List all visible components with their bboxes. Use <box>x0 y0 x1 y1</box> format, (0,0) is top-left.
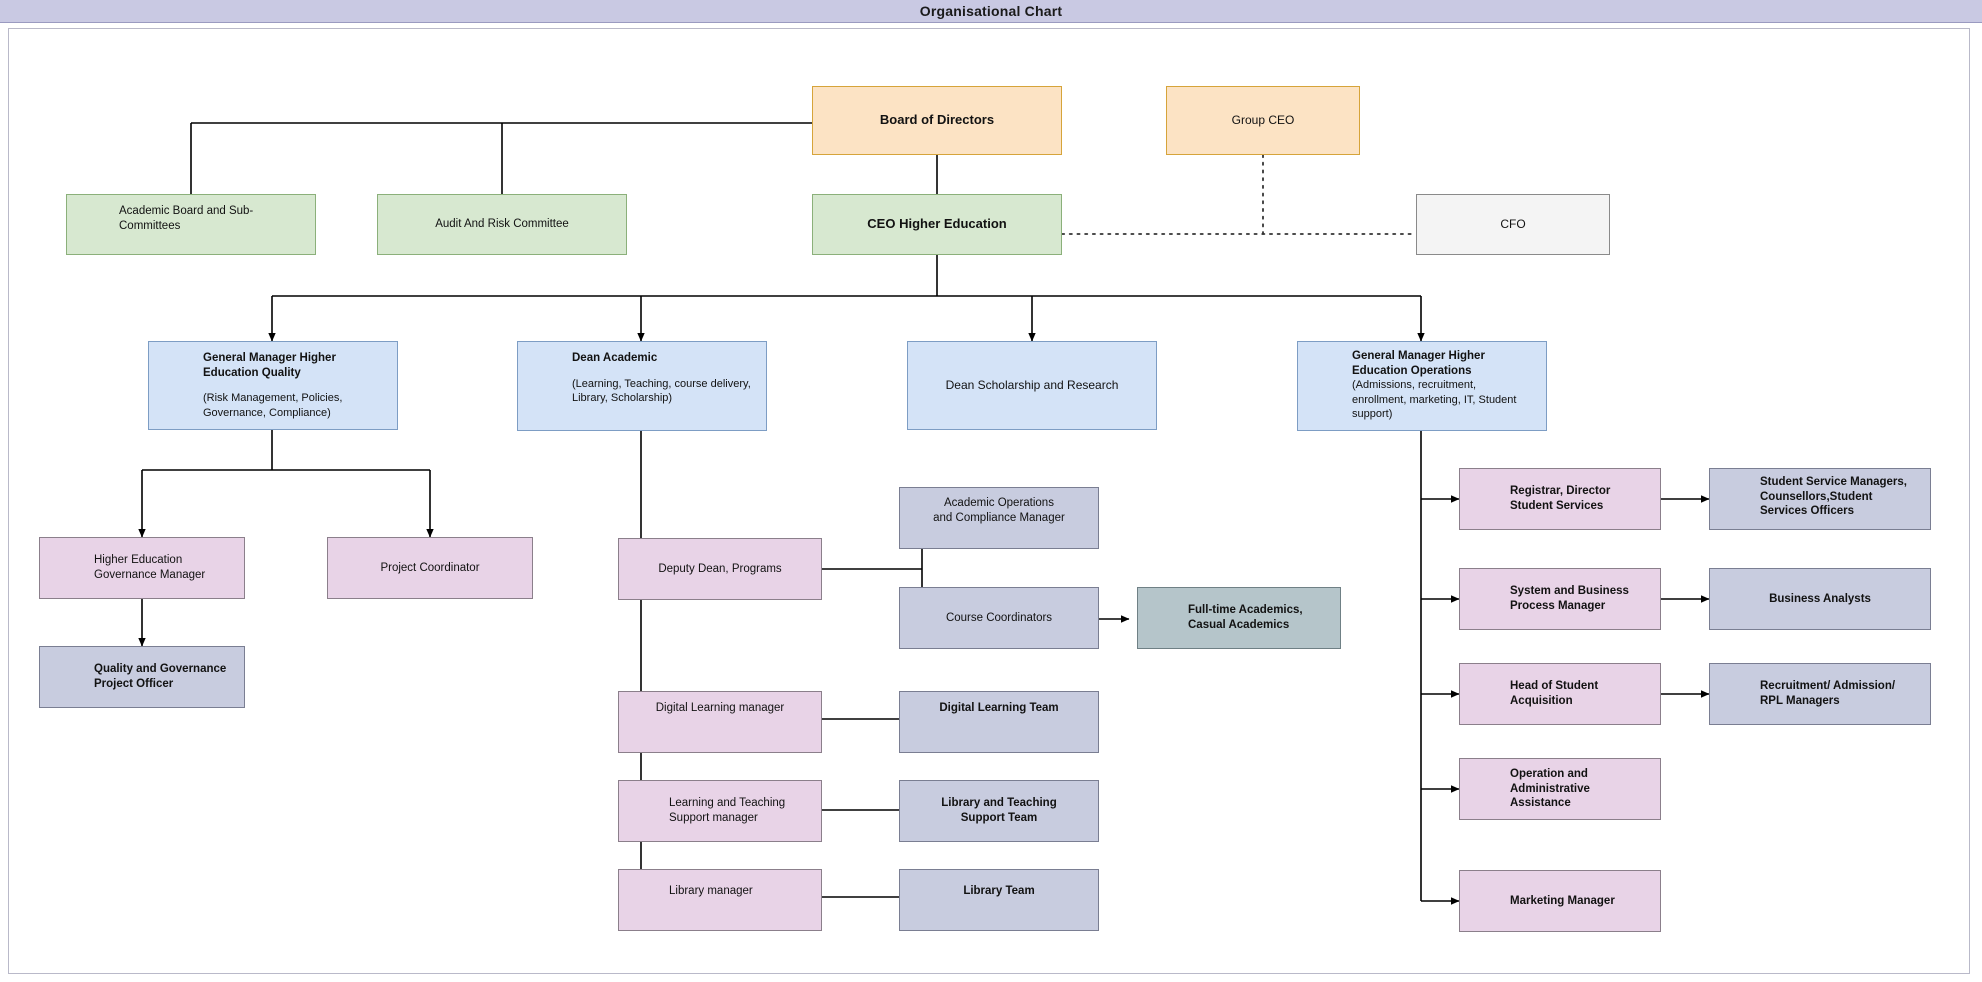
node-label-line1: Academic Board and Sub- <box>119 205 254 217</box>
node-library-team[interactable]: Library Team <box>899 869 1099 931</box>
node-label-line2: Education Operations <box>1352 364 1472 377</box>
node-label-line1: Operation and <box>1510 767 1588 780</box>
node-audit-and-risk-committee[interactable]: Audit And Risk Committee <box>377 194 627 255</box>
node-label-line1: Library and Teaching <box>941 797 1057 810</box>
node-label-line2: Governance Manager <box>94 569 206 581</box>
node-label-line1: General Manager Higher <box>203 352 336 364</box>
node-label-line2: Administrative <box>1510 782 1590 795</box>
node-dean-academic[interactable]: Dean Academic (Learning, Teaching, cours… <box>517 341 767 431</box>
node-registrar-director-student-services[interactable]: Registrar, Director Student Services <box>1459 468 1661 530</box>
node-label-line1: Registrar, Director <box>1510 485 1611 498</box>
node-project-coordinator[interactable]: Project Coordinator <box>327 537 533 599</box>
node-label-line1: Recruitment/ Admission/ <box>1760 680 1896 693</box>
node-label: Dean Academic <box>572 352 658 364</box>
node-label-line2: Project Officer <box>94 678 174 690</box>
window-titlebar: Organisational Chart <box>0 0 1982 23</box>
node-label-line1: System and Business <box>1510 585 1629 598</box>
node-label-line2: Acquisition <box>1510 695 1573 707</box>
node-academics[interactable]: Full-time Academics, Casual Academics <box>1137 587 1341 649</box>
diagram-canvas: Board of Directors Group CEO Academic Bo… <box>8 28 1970 974</box>
node-sublabel-line2: Library, Scholarship) <box>572 391 673 404</box>
node-dean-scholarship-and-research[interactable]: Dean Scholarship and Research <box>907 341 1157 430</box>
node-label-line2: and Compliance Manager <box>933 511 1065 524</box>
node-cfo[interactable]: CFO <box>1416 194 1610 255</box>
node-label-line1: Full-time Academics, <box>1188 604 1303 617</box>
node-academic-operations-and-compliance-manager[interactable]: Academic Operations and Compliance Manag… <box>899 487 1099 549</box>
node-digital-learning-team[interactable]: Digital Learning Team <box>899 691 1099 753</box>
node-label-line3: Services Officers <box>1760 505 1854 518</box>
node-head-of-student-acquisition[interactable]: Head of Student Acquisition <box>1459 663 1661 725</box>
node-label-line1: Head of Student <box>1510 680 1599 693</box>
node-label-line1: Student Service Managers, <box>1760 476 1907 488</box>
page-title: Organisational Chart <box>919 3 1063 19</box>
node-label: Digital Learning manager <box>655 702 785 714</box>
node-label: Course Coordinators <box>945 611 1053 624</box>
node-label-line3: Assistance <box>1510 797 1571 810</box>
node-student-service-managers[interactable]: Student Service Managers, Counsellors,St… <box>1709 468 1931 530</box>
node-library-and-teaching-support-team[interactable]: Library and Teaching Support Team <box>899 780 1099 842</box>
node-sublabel-line2: enrollment, marketing, IT, Student <box>1352 393 1517 406</box>
node-marketing-manager[interactable]: Marketing Manager <box>1459 870 1661 932</box>
node-label: Library Team <box>963 885 1035 897</box>
node-label: Project Coordinator <box>380 561 480 574</box>
node-recruitment-admission-rpl-managers[interactable]: Recruitment/ Admission/ RPL Managers <box>1709 663 1931 725</box>
node-library-manager[interactable]: Library manager <box>618 869 822 931</box>
node-group-ceo[interactable]: Group CEO <box>1166 86 1360 155</box>
node-label: CEO Higher Education <box>867 216 1007 232</box>
node-course-coordinators[interactable]: Course Coordinators <box>899 587 1099 649</box>
node-label-line2: Student Services <box>1510 500 1604 512</box>
node-label: CFO <box>1500 216 1526 231</box>
node-label-line2: Education Quality <box>203 366 301 379</box>
node-label-line2: Support manager <box>669 812 758 824</box>
node-quality-and-governance-project-officer[interactable]: Quality and Governance Project Officer <box>39 646 245 708</box>
node-label-line1: Quality and Governance <box>94 663 227 676</box>
node-label-line1: Academic Operations <box>944 497 1054 509</box>
node-sublabel-line1: (Learning, Teaching, course delivery, <box>572 377 751 390</box>
node-label: Dean Scholarship and Research <box>945 377 1119 392</box>
node-label-line1: General Manager Higher <box>1352 350 1485 362</box>
node-label: Board of Directors <box>879 112 995 128</box>
node-gm-higher-education-operations[interactable]: General Manager Higher Education Operati… <box>1297 341 1547 431</box>
node-learning-and-teaching-support-manager[interactable]: Learning and Teaching Support manager <box>618 780 822 842</box>
node-gm-higher-education-quality[interactable]: General Manager Higher Education Quality… <box>148 341 398 430</box>
node-label: Digital Learning Team <box>939 702 1059 714</box>
node-label-line1: Higher Education <box>94 554 183 567</box>
node-label: Library manager <box>669 885 753 897</box>
node-label-line2: RPL Managers <box>1760 695 1840 707</box>
node-operation-and-administrative-assistance[interactable]: Operation and Administrative Assistance <box>1459 758 1661 820</box>
node-label-line2: Process Manager <box>1510 600 1606 612</box>
node-ceo-higher-education[interactable]: CEO Higher Education <box>812 194 1062 255</box>
node-board-of-directors[interactable]: Board of Directors <box>812 86 1062 155</box>
node-academic-board-and-sub-committees[interactable]: Academic Board and Sub- Committees <box>66 194 316 255</box>
node-label-line2: Counsellors,Student <box>1760 490 1873 503</box>
node-digital-learning-manager[interactable]: Digital Learning manager <box>618 691 822 753</box>
node-sublabel-line2: Governance, Compliance) <box>203 406 331 419</box>
node-label: Marketing Manager <box>1510 894 1615 907</box>
node-label-line2: Committees <box>119 219 181 232</box>
node-system-and-business-process-manager[interactable]: System and Business Process Manager <box>1459 568 1661 630</box>
node-label-line2: Casual Academics <box>1188 619 1290 631</box>
node-label-line2: Support Team <box>960 812 1038 824</box>
node-label: Group CEO <box>1231 112 1295 127</box>
node-label: Business Analysts <box>1769 592 1871 605</box>
node-label-line1: Learning and Teaching <box>669 797 786 810</box>
node-higher-education-governance-manager[interactable]: Higher Education Governance Manager <box>39 537 245 599</box>
node-business-analysts[interactable]: Business Analysts <box>1709 568 1931 630</box>
node-label: Audit And Risk Committee <box>435 218 569 231</box>
node-label: Deputy Dean, Programs <box>658 562 782 575</box>
node-sublabel-line1: (Risk Management, Policies, <box>203 392 343 405</box>
node-sublabel-line1: (Admissions, recruitment, <box>1352 379 1477 392</box>
node-sublabel-line3: support) <box>1352 407 1393 420</box>
node-deputy-dean-programs[interactable]: Deputy Dean, Programs <box>618 538 822 600</box>
